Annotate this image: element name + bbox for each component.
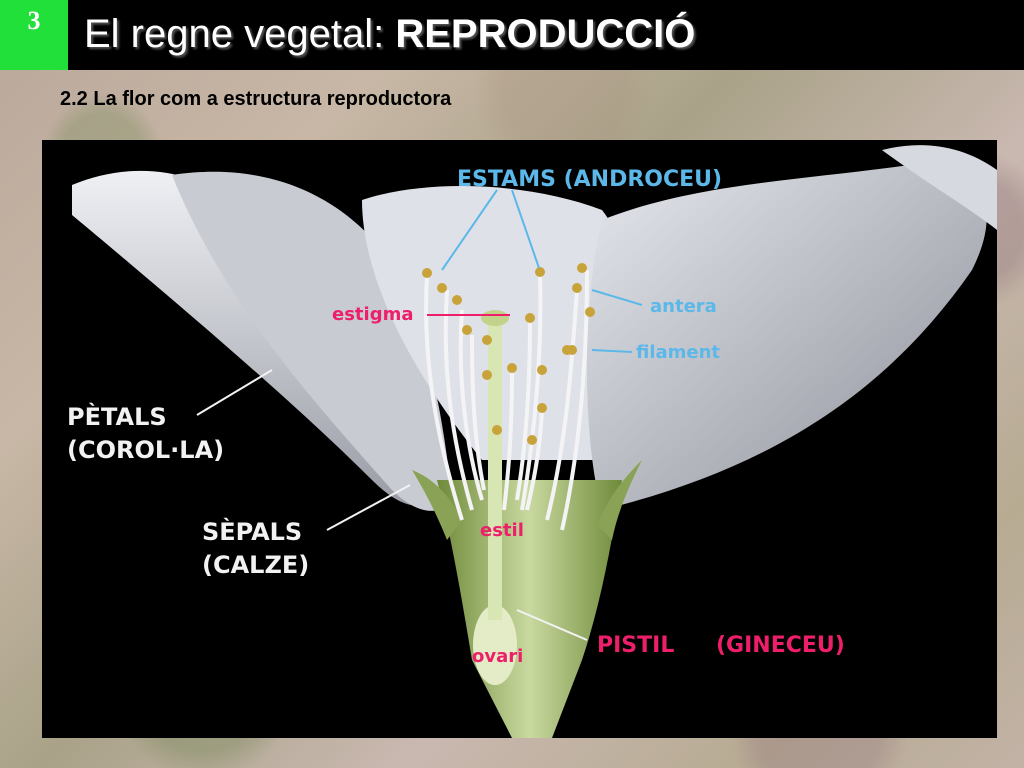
label-anther: antera — [650, 296, 717, 317]
label-pistil: PISTIL — [597, 633, 674, 658]
label-gynoecium: (GINECEU) — [716, 633, 845, 658]
sepal-left — [412, 470, 462, 540]
ovary — [473, 605, 517, 685]
slide-number-box: 3 — [0, 0, 68, 70]
label-stamens: ESTAMS (ANDROCEU) — [457, 167, 722, 192]
label-ovary: ovari — [472, 646, 523, 667]
label-sepals-1: SÈPALS — [202, 517, 302, 546]
label-sepals-2: (CALZE) — [202, 551, 309, 579]
style — [488, 320, 502, 620]
title-emphasis: REPRODUCCIÓ — [395, 12, 696, 56]
stigma — [481, 310, 509, 326]
label-lines — [196, 189, 643, 641]
title-prefix: El regne vegetal: — [84, 12, 385, 56]
anthers — [422, 263, 595, 445]
petal-right-edge — [882, 145, 997, 230]
flower-diagram-panel: ESTAMS (ANDROCEU) antera filament estigm… — [42, 140, 997, 738]
petal-right — [587, 160, 987, 510]
label-petals-1: PÈTALS — [67, 402, 167, 431]
label-filament: filament — [636, 342, 720, 363]
sepal-right — [597, 460, 642, 540]
slide-number: 3 — [27, 6, 41, 35]
label-petals-2: (COROL·LA) — [67, 436, 224, 464]
stamen-filaments — [424, 269, 589, 531]
slide-subtitle: 2.2 La flor com a estructura reproductor… — [60, 88, 452, 110]
label-style: estil — [480, 520, 524, 541]
flower-diagram: ESTAMS (ANDROCEU) antera filament estigm… — [67, 145, 997, 738]
receptacle — [437, 480, 622, 738]
header-bar — [0, 0, 1024, 70]
label-stigma: estigma — [332, 304, 413, 325]
slide-title: El regne vegetal: REPRODUCCIÓ — [84, 12, 695, 57]
